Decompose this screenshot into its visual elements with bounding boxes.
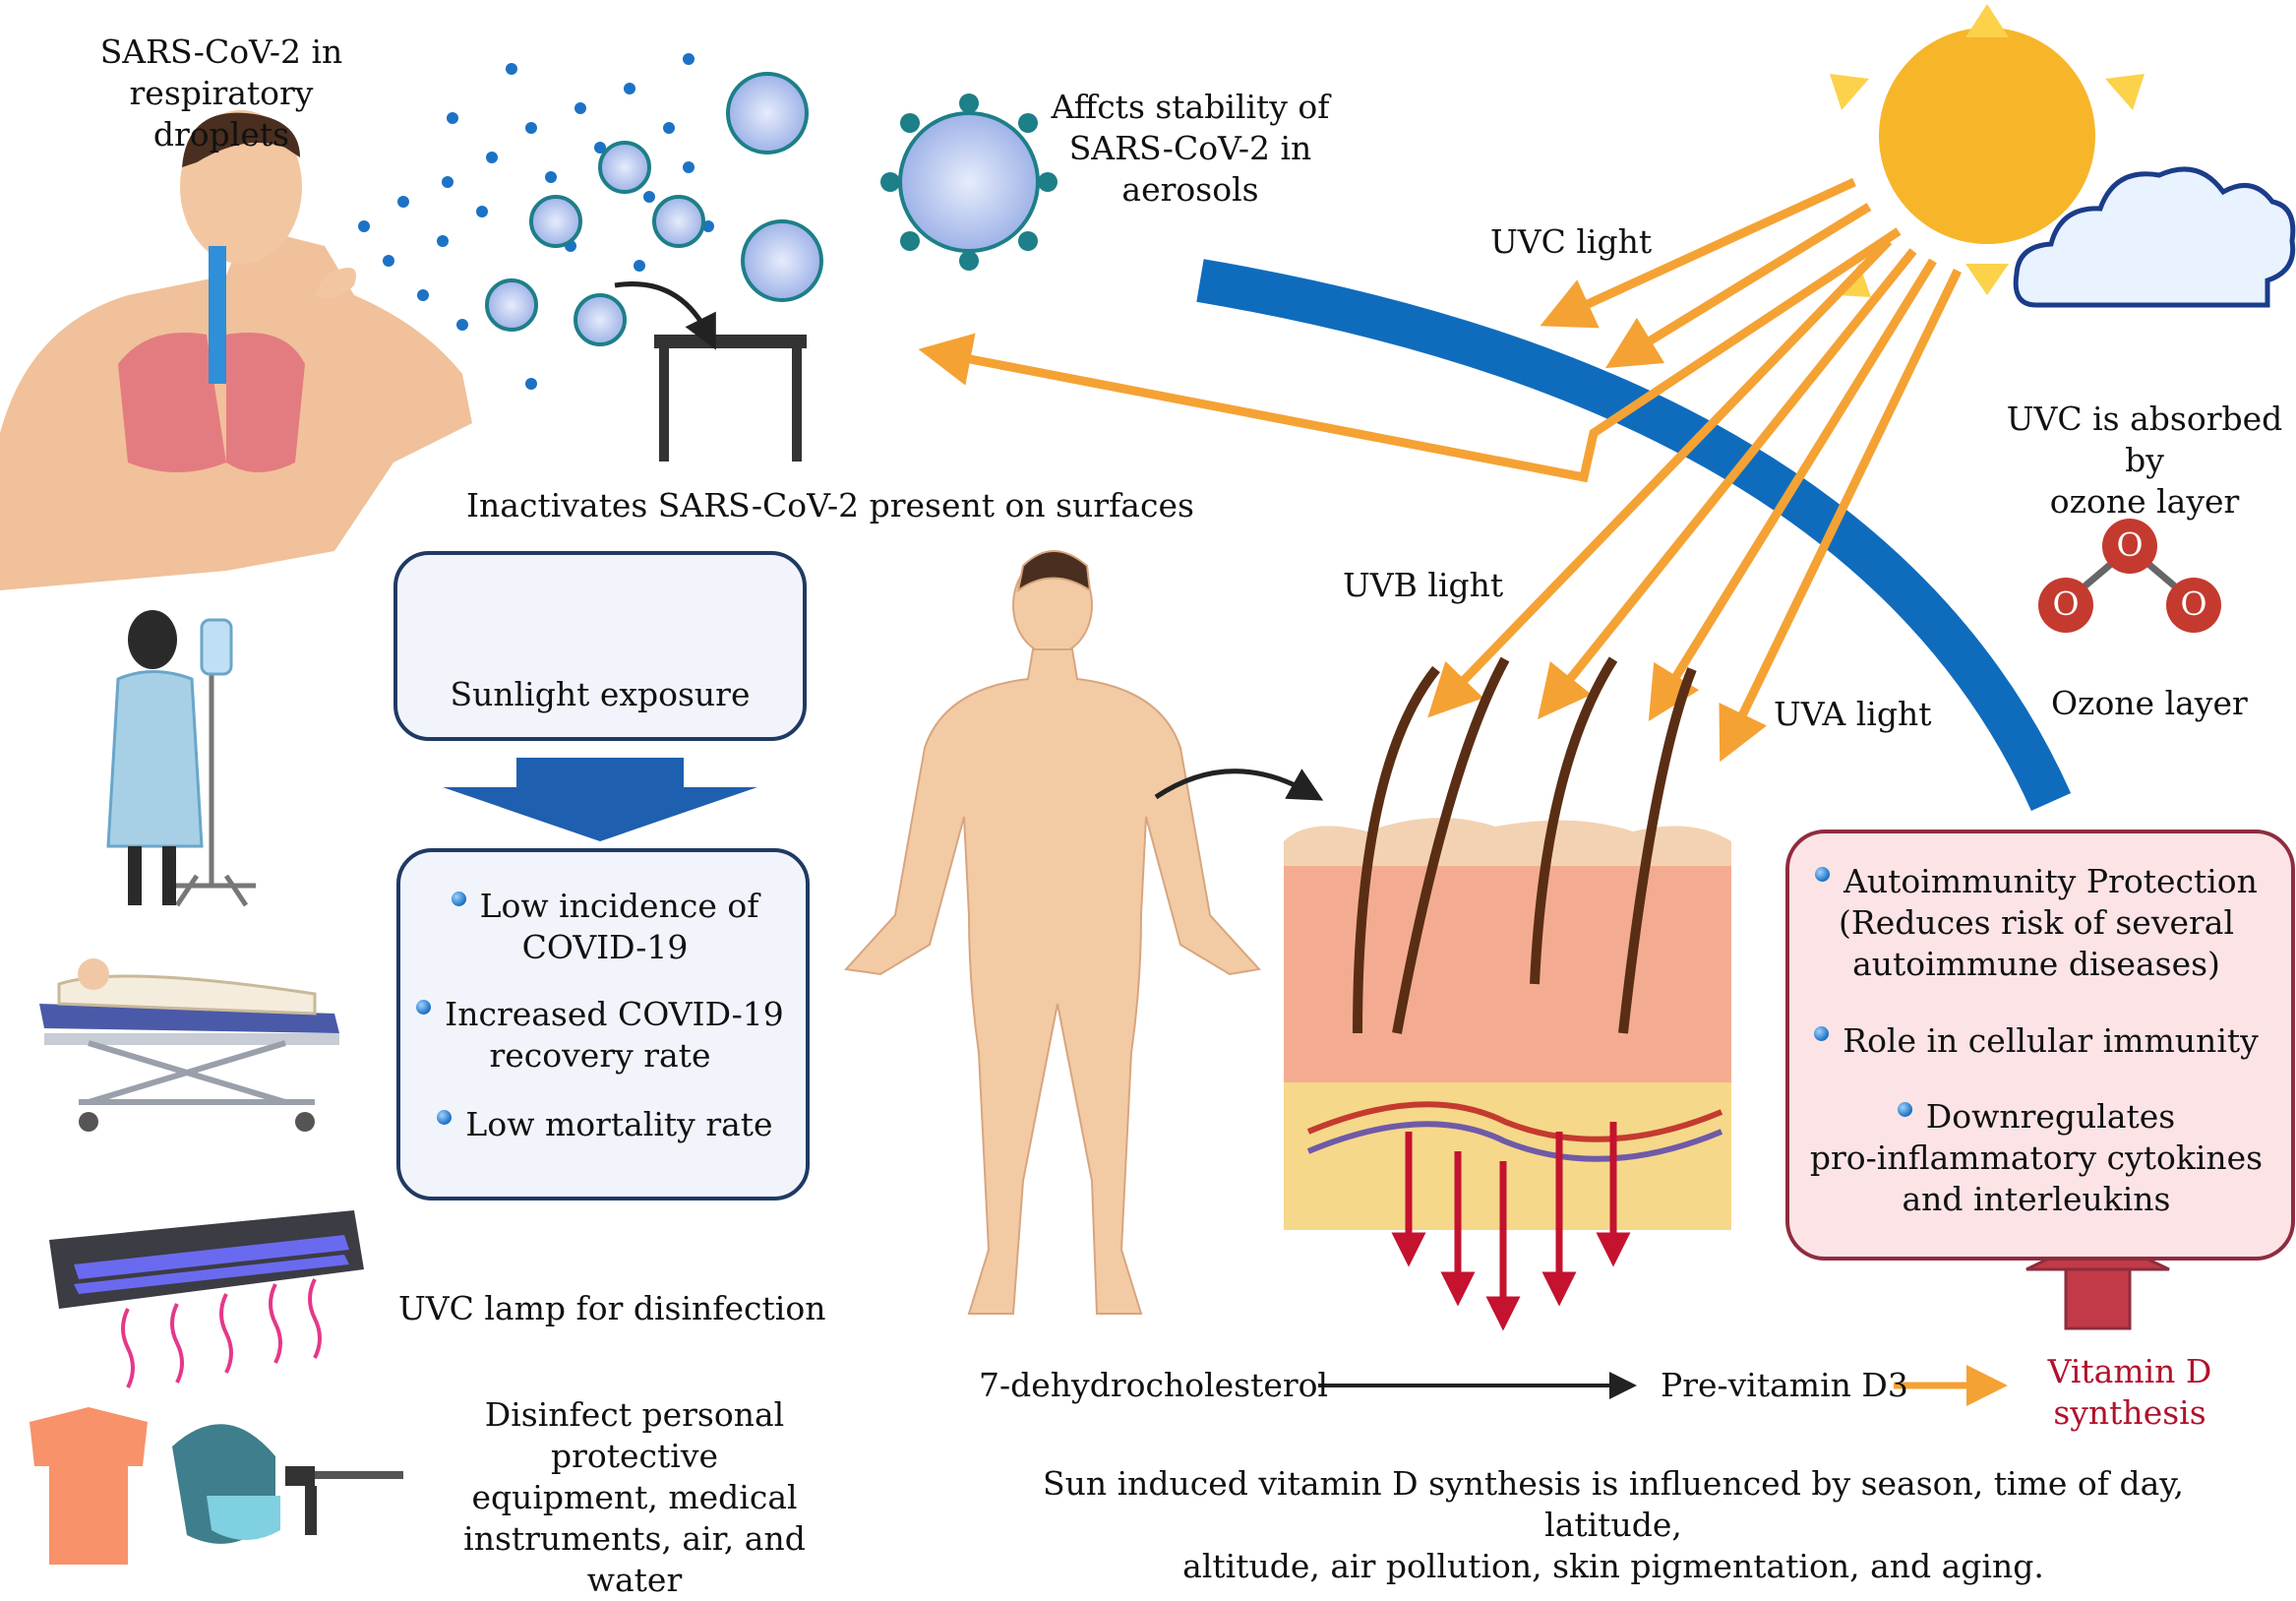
- label-surfaces: Inactivates SARS-CoV-2 present on surfac…: [466, 486, 1194, 524]
- sunlight-exposure-box: [393, 551, 807, 741]
- bullet-icon: [451, 891, 466, 906]
- vitd-item-autoimmunity: Autoimmunity Protection (Reduces risk of…: [1805, 861, 2267, 985]
- label-pre-vitamin-d3: Pre-vitamin D3: [1661, 1366, 1908, 1404]
- uvc-lamp-illustration: [49, 1210, 364, 1388]
- covid-item-recovery: Increased COVID-19 recovery rate: [408, 994, 792, 1077]
- ozone-molecule-icon: [2038, 519, 2221, 633]
- ozone-atom-right: O: [2180, 585, 2207, 623]
- vitd-item-cellular: Role in cellular immunity: [1805, 1020, 2267, 1062]
- patient-iv-illustration: [106, 610, 256, 907]
- label-uvc-light: UVC light: [1490, 222, 1653, 261]
- label-vitamin-d-synthesis: Vitamin D synthesis: [2047, 1352, 2212, 1432]
- ppe-illustration: [30, 1407, 403, 1565]
- table-icon: [654, 335, 807, 462]
- label-ozone-layer: Ozone layer: [2051, 684, 2248, 722]
- bullet-icon: [437, 1109, 453, 1125]
- ozone-atom-top: O: [2116, 525, 2144, 564]
- covid-outcomes-box: [396, 848, 810, 1201]
- uv-arrows: [918, 177, 1963, 763]
- skin-cross-section-illustration: [1284, 656, 1731, 1230]
- virus-spikes: [880, 93, 1057, 271]
- label-respiratory-droplets: SARS-CoV-2 in respiratory droplets: [99, 32, 343, 154]
- human-body-illustration: [843, 550, 1261, 1315]
- label-disinfect: Disinfect personal protective equipment,…: [463, 1395, 806, 1599]
- label-uvc-lamp: UVC lamp for disinfection: [398, 1289, 826, 1327]
- bullet-icon: [416, 999, 432, 1015]
- ozone-atom-left: O: [2052, 585, 2080, 623]
- bullet-icon: [1815, 866, 1831, 882]
- coughing-man-illustration: [0, 110, 472, 590]
- cloud-icon: [2013, 166, 2296, 308]
- red-down-arrows: [1391, 1122, 1631, 1331]
- hospital-bed-illustration: [39, 958, 339, 1132]
- sunlight-exposure-title: Sunlight exposure: [450, 675, 751, 713]
- covid-item-mortality: Low mortality rate: [418, 1104, 792, 1145]
- covid-item-incidence: Low incidence of COVID-19: [418, 886, 792, 968]
- bullet-icon: [1897, 1101, 1912, 1117]
- bullet-icon: [1814, 1025, 1830, 1041]
- label-7-dehydrocholesterol: 7-dehydrocholesterol: [979, 1366, 1329, 1404]
- label-uva-light: UVA light: [1774, 695, 1932, 733]
- vitd-item-downregulates: Downregulates pro-inflammatory cytokines…: [1809, 1097, 2264, 1218]
- virus-particles: [485, 72, 1040, 346]
- vitamin-d-benefits-box: [1785, 830, 2295, 1261]
- label-uvb-light: UVB light: [1343, 566, 1504, 604]
- ozone-layer-arc: [1196, 259, 2072, 811]
- footer-note: Sun induced vitamin D synthesis is influ…: [1042, 1464, 2184, 1585]
- label-uvc-absorbed: UVC is absorbed by ozone layer: [2006, 400, 2283, 521]
- big-down-arrow: [443, 758, 757, 841]
- label-aerosols: Affcts stability of SARS-CoV-2 in aeroso…: [1051, 88, 1330, 209]
